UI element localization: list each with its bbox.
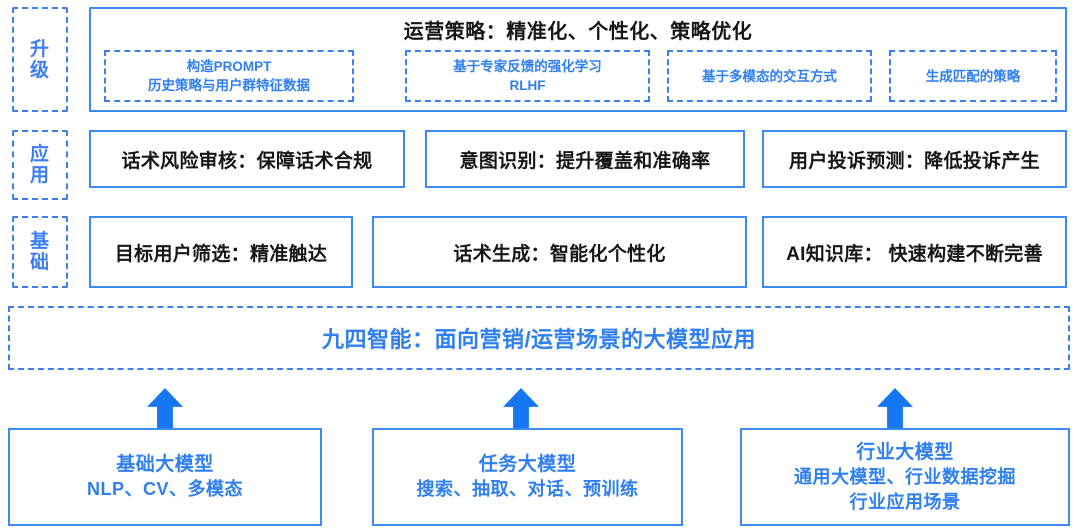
upgrade-item-line: 基于专家反馈的强化学习 bbox=[453, 59, 602, 74]
model-box-industry[interactable]: 行业大模型 通用大模型、行业数据挖掘 行业应用场景 bbox=[740, 428, 1070, 526]
upgrade-item-line: RLHF bbox=[509, 78, 546, 93]
model-box-foundation[interactable]: 基础大模型 NLP、CV、多模态 bbox=[8, 428, 322, 526]
foundation-item-label: 目标用户筛选：精准触达 bbox=[114, 243, 328, 265]
upgrade-row-container: 运营策略：精准化、个性化、策略优化 构造PROMPT 历史策略与用户群特征数据 … bbox=[89, 7, 1067, 112]
application-item-label: 意图识别：提升覆盖和准确率 bbox=[459, 150, 711, 172]
stage-label-char: 用 bbox=[29, 165, 50, 186]
model-line: NLP、CV、多模态 bbox=[86, 479, 243, 499]
model-line: 搜索、抽取、对话、预训练 bbox=[416, 479, 639, 499]
upgrade-item-line: 历史策略与用户群特征数据 bbox=[148, 78, 310, 93]
model-box-task[interactable]: 任务大模型 搜索、抽取、对话、预训练 bbox=[372, 428, 683, 526]
platform-banner-text: 九四智能：面向营销/运营场景的大模型应用 bbox=[321, 327, 757, 352]
application-item-label: 用户投诉预测：降低投诉产生 bbox=[789, 150, 1040, 172]
upgrade-row-title: 运营策略：精准化、个性化、策略优化 bbox=[403, 21, 753, 43]
upgrade-item-line: 构造PROMPT bbox=[186, 59, 272, 74]
up-arrow-icon bbox=[877, 388, 913, 430]
upgrade-item-rlhf[interactable]: 基于专家反馈的强化学习 RLHF bbox=[405, 50, 650, 102]
stage-label-char: 级 bbox=[29, 59, 50, 81]
application-item-complaint-prediction[interactable]: 用户投诉预测：降低投诉产生 bbox=[762, 130, 1067, 188]
foundation-item-script-generation[interactable]: 话术生成：智能化个性化 bbox=[372, 216, 747, 288]
upgrade-item-line: 基于多模态的交互方式 bbox=[702, 68, 837, 84]
foundation-item-label: 话术生成：智能化个性化 bbox=[453, 243, 666, 265]
stage-label-char: 基 bbox=[29, 231, 50, 252]
upgrade-item-prompt[interactable]: 构造PROMPT 历史策略与用户群特征数据 bbox=[104, 50, 354, 102]
foundation-item-user-targeting[interactable]: 目标用户筛选：精准触达 bbox=[89, 216, 353, 288]
stage-label-application: 应 用 bbox=[12, 130, 68, 200]
stage-label-char: 础 bbox=[29, 252, 50, 273]
application-item-intent-recognition[interactable]: 意图识别：提升覆盖和准确率 bbox=[425, 130, 745, 188]
upgrade-item-multimodal[interactable]: 基于多模态的交互方式 bbox=[667, 50, 872, 102]
stage-label-char: 应 bbox=[29, 144, 50, 165]
foundation-item-label: AI知识库： 快速构建不断完善 bbox=[786, 243, 1043, 265]
model-line: 通用大模型、行业数据挖掘 bbox=[794, 466, 1016, 487]
foundation-item-ai-knowledge-base[interactable]: AI知识库： 快速构建不断完善 bbox=[762, 216, 1067, 288]
up-arrow-icon bbox=[147, 388, 183, 430]
model-title: 任务大模型 bbox=[478, 454, 577, 475]
application-item-label: 话术风险审核：保障话术合规 bbox=[121, 150, 373, 172]
upgrade-item-line: 生成匹配的策略 bbox=[925, 68, 1021, 84]
stage-label-char: 升 bbox=[29, 38, 50, 60]
application-item-risk-review[interactable]: 话术风险审核：保障话术合规 bbox=[89, 130, 405, 188]
upgrade-item-strategy[interactable]: 生成匹配的策略 bbox=[889, 50, 1057, 102]
model-title: 行业大模型 bbox=[856, 441, 954, 463]
up-arrow-icon bbox=[503, 388, 539, 430]
platform-banner: 九四智能：面向营销/运营场景的大模型应用 bbox=[8, 306, 1070, 370]
stage-label-foundation: 基 础 bbox=[12, 216, 68, 288]
stage-label-upgrade: 升 级 bbox=[12, 7, 68, 112]
model-title: 基础大模型 bbox=[116, 454, 214, 475]
model-line: 行业应用场景 bbox=[849, 491, 961, 512]
